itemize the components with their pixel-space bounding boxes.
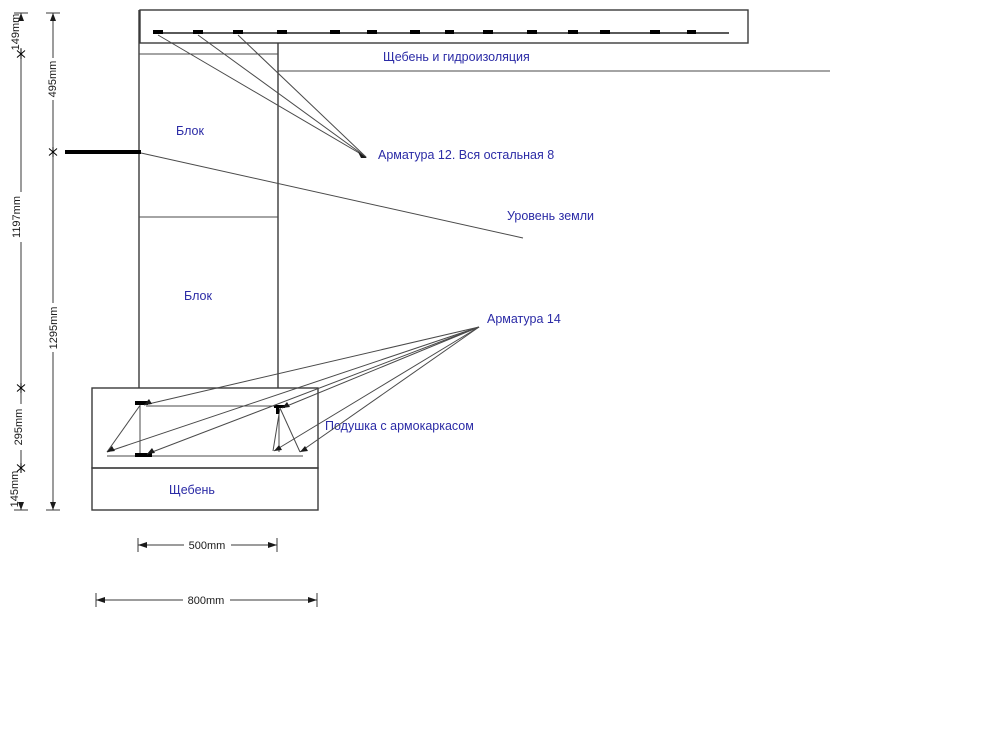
dim-495: 495mm bbox=[47, 61, 59, 98]
block-wall: Блок Блок bbox=[138, 10, 279, 388]
dim-149: 149mm bbox=[10, 14, 22, 51]
rebar12-label: Арматура 12. Вся остальная 8 bbox=[378, 148, 554, 162]
dim-500: 500mm bbox=[189, 540, 226, 552]
gravel-waterproofing-label: Щебень и гидроизоляция bbox=[383, 50, 530, 64]
cage-rebar-top-left bbox=[135, 401, 148, 405]
dim-wall-width: 500mm bbox=[137, 538, 278, 552]
ground-level-mark bbox=[65, 150, 141, 154]
ground-level: Уровень земли bbox=[65, 150, 594, 239]
slab-rebar-sections bbox=[153, 30, 696, 34]
dim-1197: 1197mm bbox=[11, 196, 23, 238]
pad-label: Подушка с армокаркасом bbox=[325, 419, 474, 433]
rebar14-label: Арматура 14 bbox=[487, 312, 561, 326]
footing-pad: Щебень Подушка с армокаркасом bbox=[91, 387, 474, 511]
floor-slab bbox=[139, 9, 749, 44]
dim-chain-outer: 149mm 1197mm 295mm 145mm bbox=[9, 12, 28, 511]
rebar12-callout: Арматура 12. Вся остальная 8 bbox=[157, 34, 554, 162]
dim-pad-width: 800mm bbox=[95, 593, 318, 607]
ground-level-label: Уровень земли bbox=[507, 209, 594, 223]
gravel-waterproofing-layer: Щебень и гидроизоляция bbox=[278, 50, 830, 72]
cage-rebar-top-right-leg bbox=[276, 405, 279, 414]
rebar-cage bbox=[106, 401, 303, 457]
block-upper-label: Блок bbox=[176, 124, 204, 138]
dim-295: 295mm bbox=[13, 409, 25, 446]
gravel-label: Щебень bbox=[169, 483, 215, 497]
cage-rebar-bottom bbox=[135, 453, 152, 457]
dim-1295: 1295mm bbox=[48, 307, 60, 350]
cage-rebar-top-right bbox=[274, 405, 285, 408]
dim-145: 145mm bbox=[9, 471, 21, 508]
dim-chain-inner: 495mm 1295mm bbox=[46, 12, 60, 511]
rebar14-callout: Арматура 14 bbox=[106, 312, 561, 455]
dim-800: 800mm bbox=[188, 595, 225, 607]
block-lower-label: Блок bbox=[184, 289, 212, 303]
